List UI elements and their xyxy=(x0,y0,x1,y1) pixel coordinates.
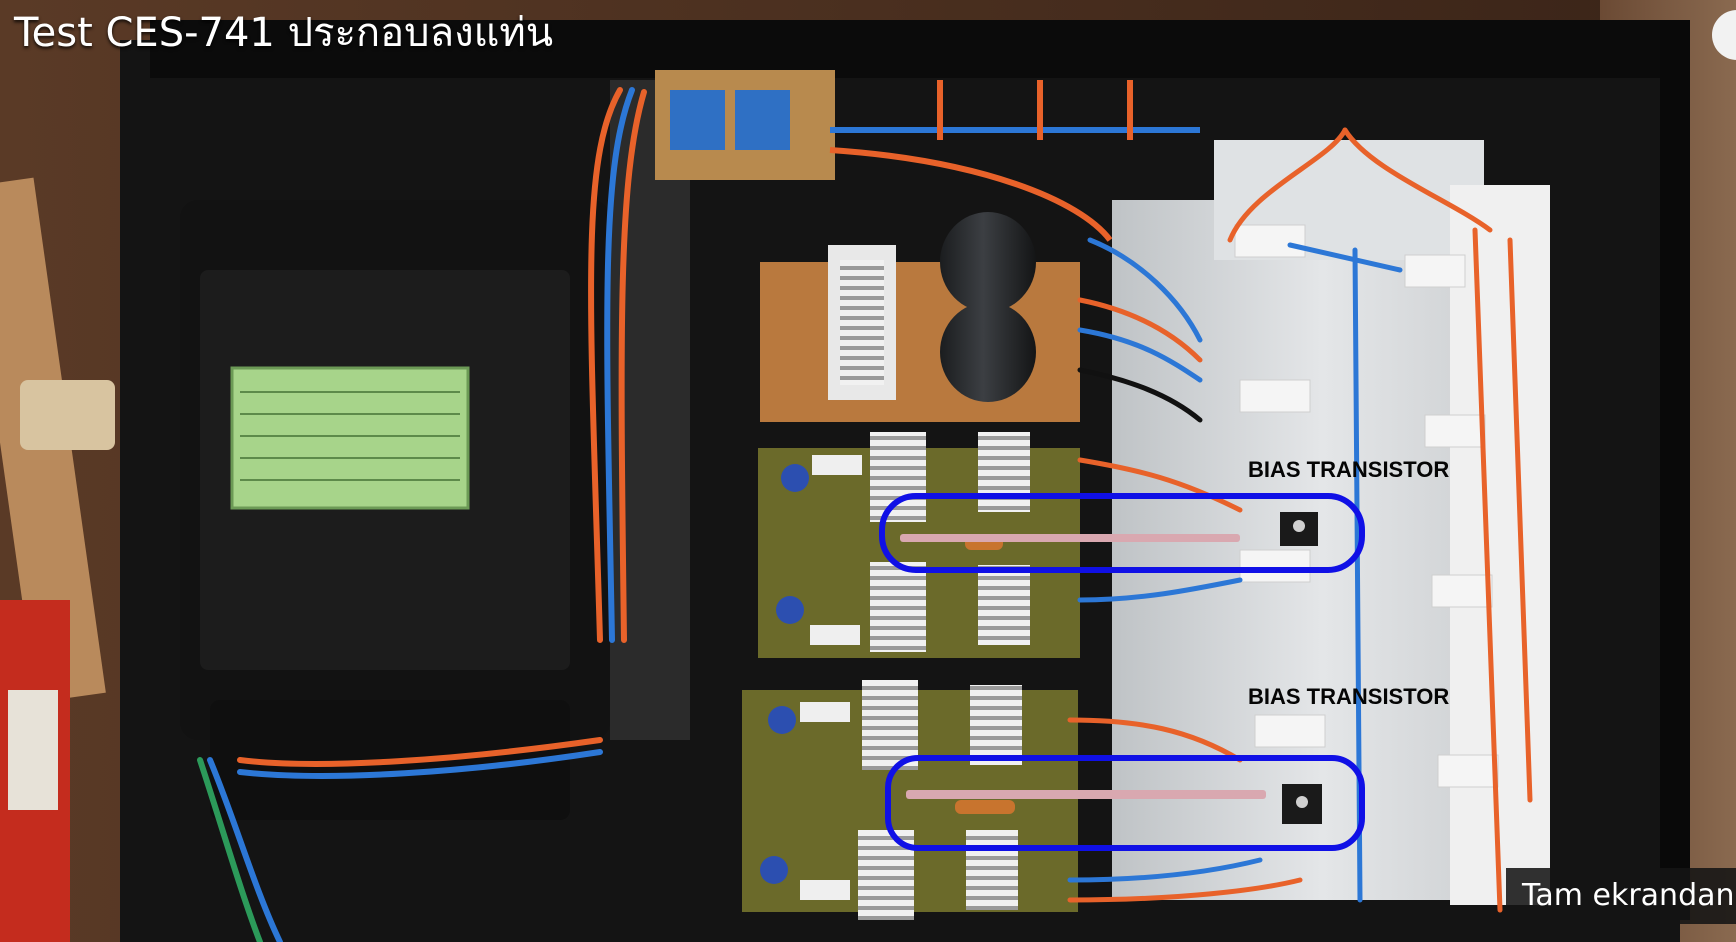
exit-fullscreen-notice[interactable]: Tam ekrandan xyxy=(1506,868,1736,924)
bias-highlight-upper xyxy=(879,493,1365,573)
bias-highlight-lower xyxy=(885,755,1365,851)
bias-transistor-label-upper: BIAS TRANSISTOR xyxy=(1248,457,1450,482)
video-title: Test CES-741 ประกอบลงแท่น xyxy=(14,10,554,56)
bias-transistor-label-lower: BIAS TRANSISTOR xyxy=(1248,684,1450,709)
